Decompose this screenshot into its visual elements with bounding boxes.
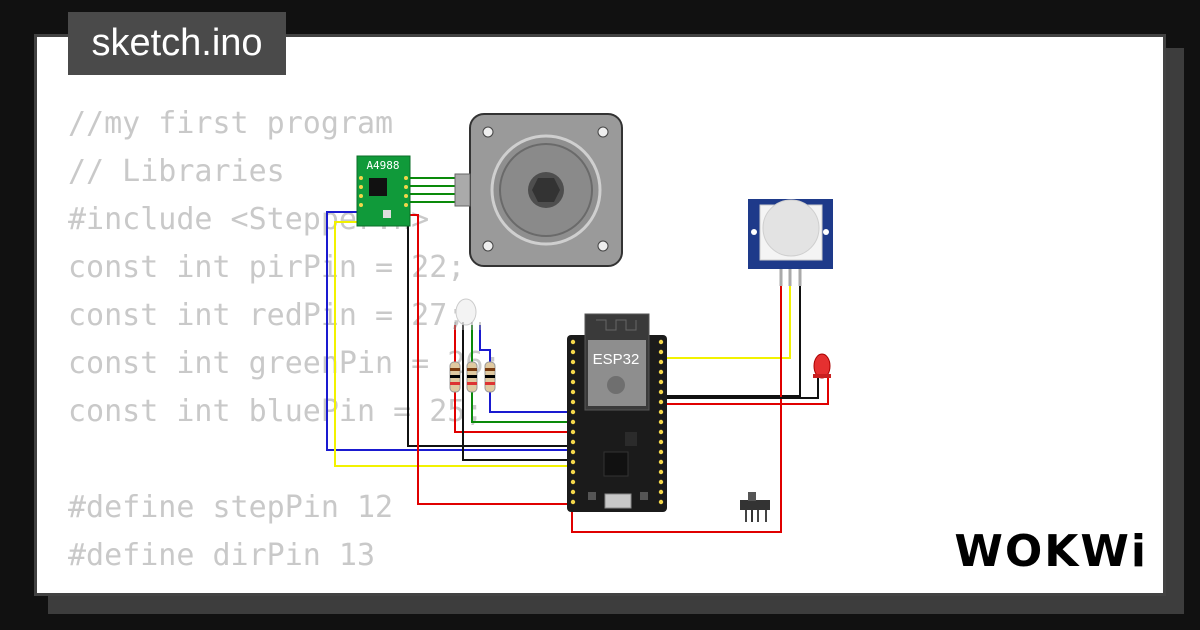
a4988-driver[interactable]: A4988 [356,155,411,227]
code-line: const int greenPin = 26; [68,346,502,381]
wire-red [454,325,572,433]
wire-black [662,378,819,399]
wire-red [571,268,782,533]
slide-switch[interactable] [740,492,770,522]
pir-sensor[interactable] [748,199,833,286]
rgb-led[interactable] [454,298,481,330]
code-editor[interactable]: //my first program// Libraries#include <… [68,100,501,580]
code-line: // Libraries [68,154,285,189]
file-tab[interactable]: sketch.ino [68,12,286,75]
wires [326,177,829,533]
esp32-board[interactable]: ESP32 [567,313,667,512]
resistor [449,361,461,393]
wire-black [462,325,572,461]
resistor [484,361,496,393]
stepper-motor[interactable] [454,113,623,267]
code-line: #define stepPin 12 [68,490,394,525]
wire-red [662,378,829,405]
wire-black [662,268,801,397]
resistor [466,361,478,393]
code-line: //my first program [68,106,394,141]
driver-label: A4988 [366,159,399,172]
code-line: const int bluePin = 25; [68,394,484,429]
wire-blue [326,211,572,451]
wokwi-logo: WOKWi [954,526,1148,577]
wire-green [471,325,572,423]
wire-red [405,214,572,505]
wire-blue [479,325,572,413]
resistors [449,361,496,393]
code-line: #define dirPin 13 [68,538,376,573]
wire-yellow [334,221,572,467]
wire-yellow [662,268,791,359]
code-line: const int pirPin = 22; [68,250,466,285]
red-led[interactable] [813,353,831,379]
board-label: ESP32 [593,351,640,368]
